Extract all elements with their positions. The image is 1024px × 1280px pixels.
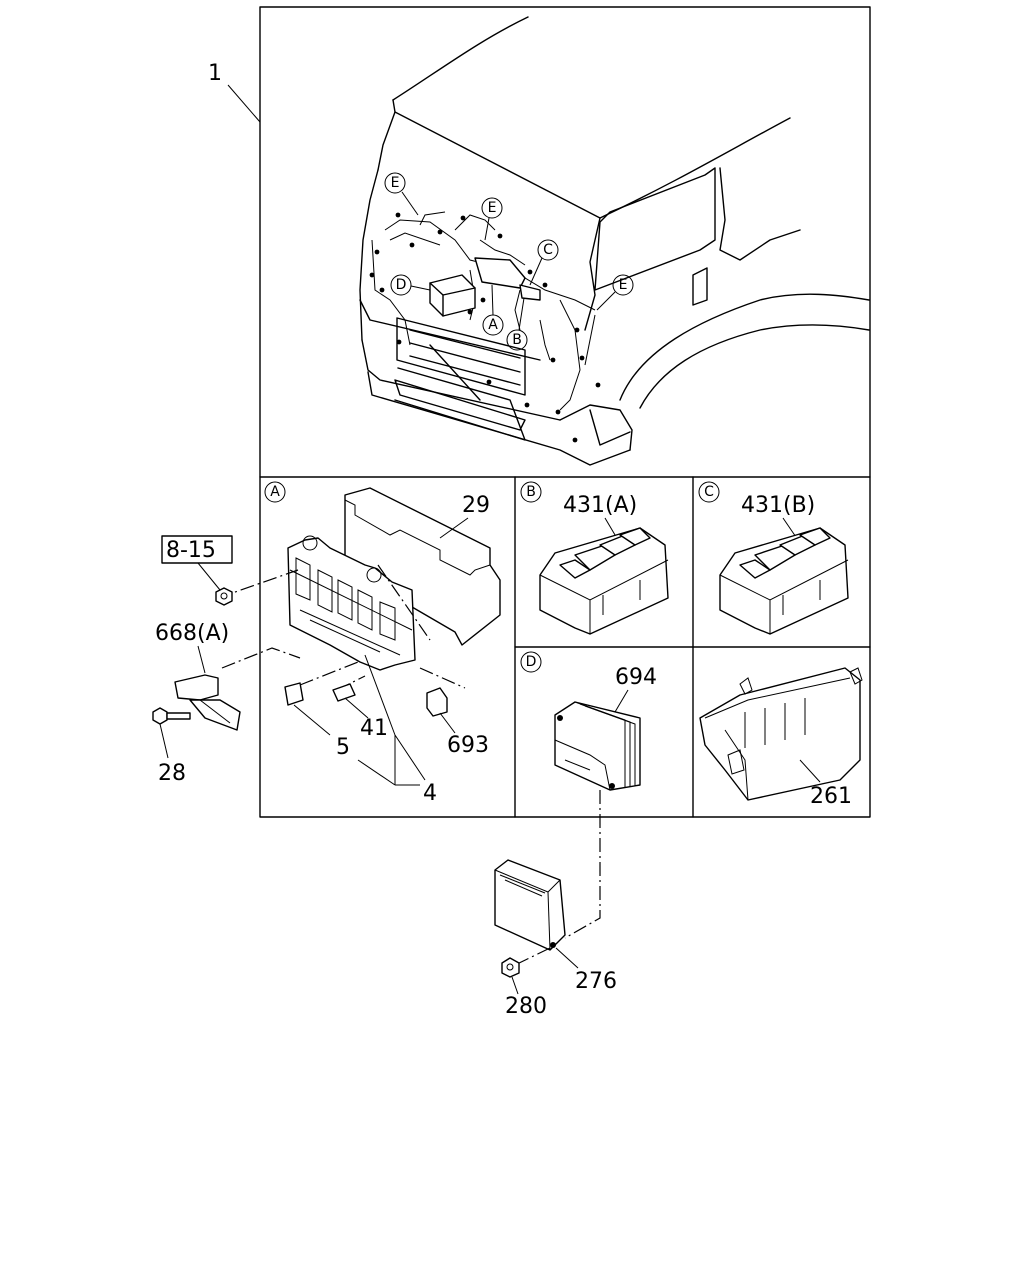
truck-cab-drawing	[359, 16, 870, 466]
callout-1-label: 1	[208, 61, 222, 86]
ref-box-label: 8-15	[166, 538, 216, 563]
panel-a-marker-label: A	[270, 484, 280, 500]
detail-marker-e-left: E	[384, 172, 419, 216]
panel-a-fuse-box: A 29 41 693 5 4	[217, 481, 501, 806]
callout-431b-label: 431(B)	[741, 493, 815, 518]
panel-c-relay: C 431(B)	[698, 481, 849, 635]
panel-d-ecu: D 694	[520, 651, 657, 791]
detail-marker-c-top: C	[529, 239, 559, 286]
callout-280-label: 280	[505, 994, 547, 1019]
callout-431a-label: 431(A)	[563, 493, 637, 518]
lower-ecu-276: 276	[494, 790, 617, 994]
bracket-part-668a: 668(A)	[155, 621, 241, 731]
nut-part	[215, 587, 233, 606]
marker-a-label-top: A	[488, 317, 498, 333]
callout-28-label: 28	[158, 761, 186, 786]
callout-41-label: 41	[360, 716, 388, 741]
panel-c-marker-label: C	[704, 484, 714, 500]
detail-marker-b-top: B	[506, 297, 528, 351]
callout-261-label: 261	[810, 784, 852, 809]
callout-5-label: 5	[336, 735, 350, 760]
outer-frame	[259, 6, 871, 818]
detail-marker-e-right: E	[596, 274, 634, 311]
detail-marker-e-center: E	[481, 197, 503, 241]
marker-b-label-top: B	[512, 332, 522, 348]
panel-d-marker-label: D	[526, 654, 537, 670]
callout-276-label: 276	[575, 969, 617, 994]
ref-box-8-15: 8-15	[161, 535, 233, 591]
panel-frames	[259, 6, 871, 818]
marker-e-label-2: E	[488, 200, 497, 216]
bolt-part-28: 28	[152, 707, 191, 786]
callout-668a-label: 668(A)	[155, 621, 229, 646]
tray-part-261: 261	[699, 667, 863, 809]
panel-b-relay: B 431(A)	[520, 481, 669, 635]
callout-693-label: 693	[447, 733, 489, 758]
detail-marker-d-top: D	[390, 274, 431, 296]
callout-694-label: 694	[615, 665, 657, 690]
marker-e-label-1: E	[391, 175, 400, 191]
marker-d-label-top: D	[396, 277, 407, 293]
callout-4-label: 4	[423, 781, 437, 806]
callout-29-label: 29	[462, 493, 490, 518]
detail-marker-a-top: A	[482, 284, 504, 336]
nut-part-280: 280	[501, 957, 547, 1019]
panel-b-marker-label: B	[526, 484, 536, 500]
callout-harness: 1	[208, 61, 261, 123]
marker-e-label-3: E	[619, 277, 628, 293]
marker-c-label-top: C	[543, 242, 553, 258]
